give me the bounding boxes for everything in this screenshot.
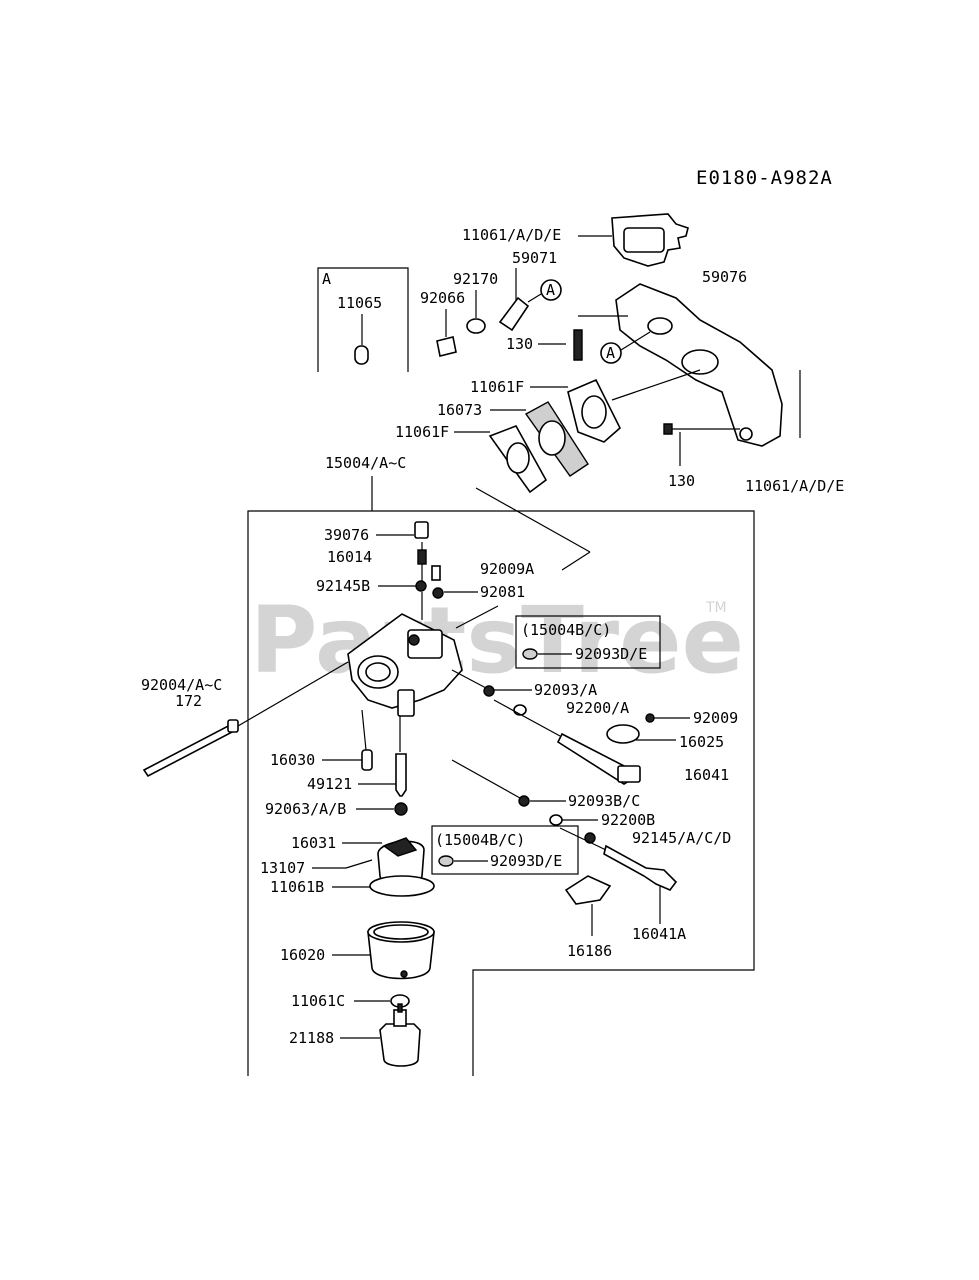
label-11061f-a[interactable]: 11061F — [470, 378, 524, 396]
label-39076[interactable]: 39076 — [324, 526, 369, 544]
lower-jets: 16030 49121 92063/A/B — [265, 709, 408, 818]
sub2-title: (15004B/C) — [435, 831, 525, 849]
watermark: PartsTree — [250, 587, 744, 694]
carburetor-assembly-frame: 15004/A~C — [247, 454, 755, 1076]
label-11061ade-top[interactable]: 11061/A/D/E — [462, 226, 561, 244]
bolt-130-lower: 130 11061/A/D/E — [663, 423, 844, 495]
carburetor-body — [347, 605, 499, 717]
cap-92066 — [436, 336, 457, 357]
part-92009 — [645, 713, 655, 723]
part-49121 — [395, 753, 407, 797]
label-11065[interactable]: 11065 — [337, 294, 382, 312]
watermark-trademark: TM — [705, 600, 727, 616]
throttle-shaft-parts: 92093/A 92200/A 16025 92009 16041 — [451, 669, 738, 785]
fitting-parts: 59071 A 92170 92066 — [420, 249, 562, 357]
float-assembly: 16031 13107 11061B — [260, 834, 435, 897]
part-92063 — [394, 802, 408, 816]
part-16014 — [417, 549, 427, 565]
label-92093a[interactable]: 92093/A — [534, 681, 597, 699]
label-15004[interactable]: 15004/A~C — [325, 454, 406, 472]
gasket-11061c: 11061C — [291, 992, 410, 1010]
intake-manifold-59076: 59076 130 A — [506, 268, 801, 447]
label-92004[interactable]: 92004/A~C — [141, 676, 222, 694]
callout-a-manifold — [600, 342, 622, 364]
label-92145acd[interactable]: 92145/A/C/D — [632, 829, 731, 847]
label-172[interactable]: 172 — [175, 692, 202, 710]
sub1-title: (15004B/C) — [521, 621, 611, 639]
part-16030 — [361, 749, 373, 771]
label-16041[interactable]: 16041 — [684, 766, 729, 784]
label-16014[interactable]: 16014 — [327, 548, 372, 566]
plate-16025 — [606, 724, 640, 744]
subassembly-box-2: (15004B/C) 92093D/E — [431, 825, 579, 875]
label-16041a[interactable]: 16041A — [632, 925, 686, 943]
callout-a-top-label: A — [546, 281, 555, 299]
label-16186[interactable]: 16186 — [567, 942, 612, 960]
part-92009a — [431, 565, 441, 581]
label-11061b[interactable]: 11061B — [270, 878, 324, 896]
sub1-oring — [522, 648, 538, 660]
choke-shaft-parts: 92093B/C 92200B 92145/A/C/D 16041A 16186 — [451, 759, 731, 960]
subassembly-box-1: (15004B/C) 92093D/E — [515, 615, 661, 669]
plate-16186 — [564, 875, 612, 905]
label-92093bc[interactable]: 92093B/C — [568, 792, 640, 810]
label-49121[interactable]: 49121 — [307, 775, 352, 793]
float-bowl-16020: 16020 — [280, 921, 435, 980]
label-16073[interactable]: 16073 — [437, 401, 482, 419]
label-11061ade-right[interactable]: 11061/A/D/E — [745, 477, 844, 495]
inset-box-a: A 11065 — [317, 267, 409, 372]
callout-a-manifold-label: A — [606, 344, 615, 362]
label-92066[interactable]: 92066 — [420, 289, 465, 307]
sub1-part[interactable]: 92093D/E — [575, 645, 647, 663]
label-92009[interactable]: 92009 — [693, 709, 738, 727]
part-92081 — [432, 587, 444, 599]
label-92200a[interactable]: 92200/A — [566, 699, 629, 717]
label-92063[interactable]: 92063/A/B — [265, 800, 346, 818]
label-130-bottom[interactable]: 130 — [668, 472, 695, 490]
part-92145acd — [584, 832, 596, 844]
gasket-11061ade-top: 11061/A/D/E — [462, 213, 689, 267]
bolt-130-top — [573, 329, 583, 361]
label-92145b[interactable]: 92145B — [316, 577, 370, 595]
solenoid-21188: 21188 — [289, 1003, 421, 1067]
label-59071[interactable]: 59071 — [512, 249, 557, 267]
gasket-stack: 11061F 16073 11061F — [395, 369, 701, 571]
part-92093a — [483, 685, 495, 697]
pin-11065 — [354, 345, 369, 365]
shaft-16041a — [603, 844, 678, 891]
part-92093bc — [518, 795, 530, 807]
label-11061c[interactable]: 11061C — [291, 992, 345, 1010]
label-59076[interactable]: 59076 — [702, 268, 747, 286]
label-16031[interactable]: 16031 — [291, 834, 336, 852]
label-16025[interactable]: 16025 — [679, 733, 724, 751]
diagram-code: E0180-A982A — [696, 167, 833, 189]
top-jets: 39076 16014 92009A 92145B 92081 — [316, 521, 534, 620]
label-92170[interactable]: 92170 — [453, 270, 498, 288]
sub2-part[interactable]: 92093D/E — [490, 852, 562, 870]
callout-a-top — [540, 279, 562, 301]
label-21188[interactable]: 21188 — [289, 1029, 334, 1047]
label-130-top[interactable]: 130 — [506, 335, 533, 353]
part-92200b — [549, 814, 563, 826]
inset-box-label: A — [322, 270, 331, 288]
label-16030[interactable]: 16030 — [270, 751, 315, 769]
sub2-oring — [438, 855, 454, 867]
label-13107[interactable]: 13107 — [260, 859, 305, 877]
clamp-92170 — [466, 318, 486, 334]
part-39076 — [414, 521, 429, 539]
label-11061f-b[interactable]: 11061F — [395, 423, 449, 441]
label-92081[interactable]: 92081 — [480, 583, 525, 601]
shaft-92004: 92004/A~C 172 — [141, 661, 349, 778]
fitting-59071 — [498, 296, 530, 332]
label-92009a[interactable]: 92009A — [480, 560, 534, 578]
label-92200b[interactable]: 92200B — [601, 811, 655, 829]
label-16020[interactable]: 16020 — [280, 946, 325, 964]
part-92145b — [415, 580, 427, 592]
gasket-11061b — [369, 875, 435, 897]
